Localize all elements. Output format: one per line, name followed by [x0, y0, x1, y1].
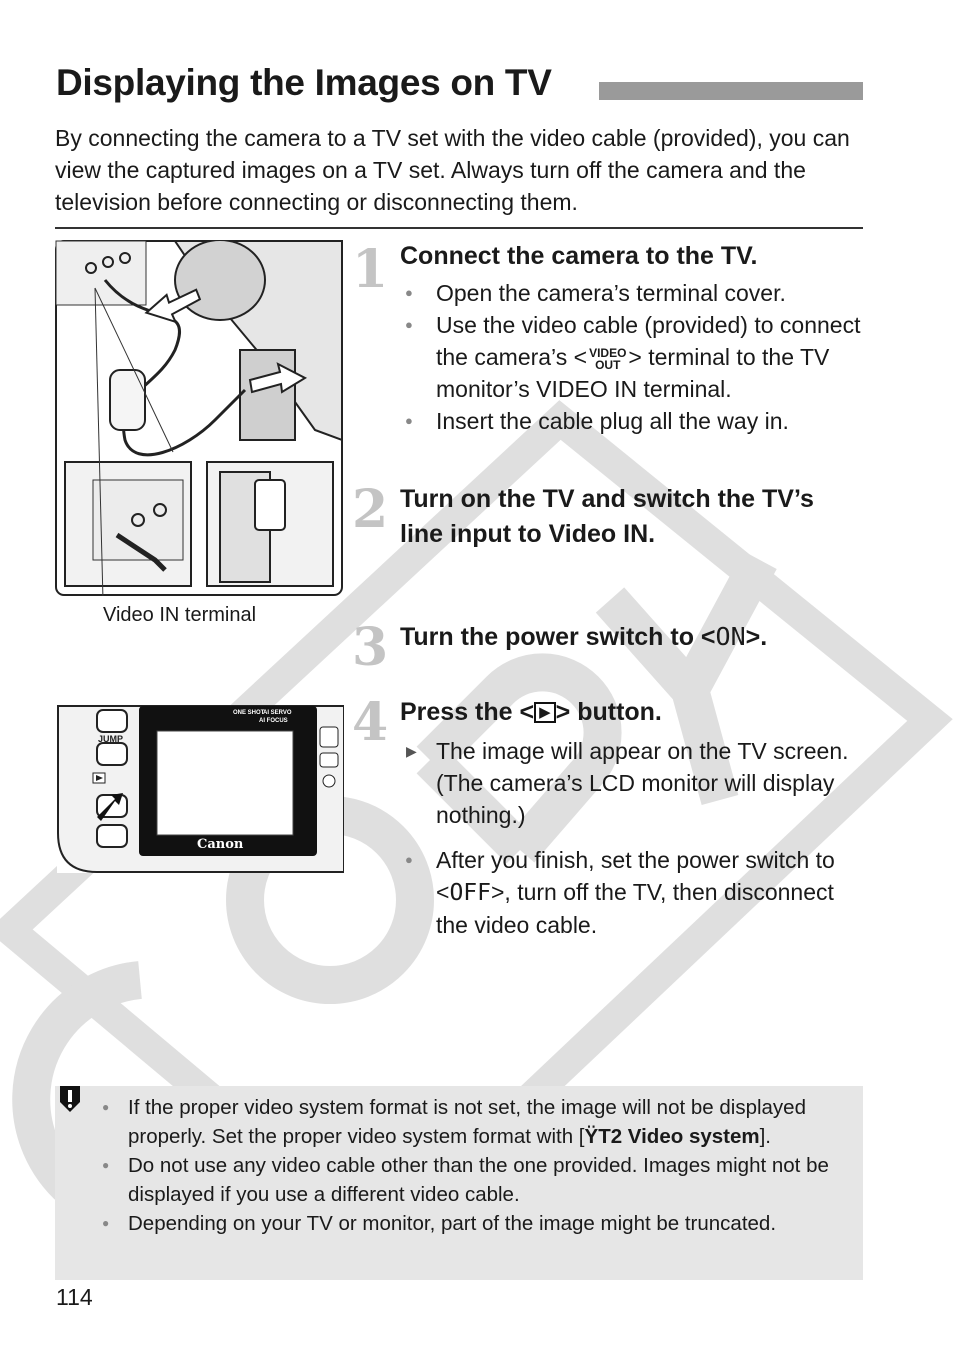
step-1-title: Connect the camera to the TV. — [400, 242, 758, 270]
step-2-title: Turn on the TV and switch the TV’s line … — [400, 485, 814, 548]
step-2-number: 2 — [352, 479, 389, 540]
one-shot-label: ONE SHOT — [233, 710, 265, 716]
page-number: 114 — [56, 1284, 93, 1310]
step-4-bullet-1: After you finish, set the power switch t… — [400, 844, 862, 941]
step-4-result: The image will appear on the TV screen. … — [400, 735, 862, 831]
page-title: Displaying the Images on TV — [56, 62, 552, 103]
ai-focus-label: AI FOCUS — [259, 718, 288, 724]
jump-label: JUMP — [98, 734, 123, 744]
step-4-number: 4 — [352, 692, 389, 753]
step-3-number: 3 — [352, 617, 389, 678]
video-in-terminal-caption: Video IN terminal — [103, 604, 257, 626]
caution-list: If the proper video system format is not… — [98, 1093, 848, 1238]
playback-button-icon: ▶ — [534, 702, 556, 723]
power-off-symbol: OFF — [449, 880, 491, 906]
step-1-bullets: Open the camera’s terminal cover. Use th… — [400, 277, 862, 437]
caution-item-3: Depending on your TV or monitor, part of… — [98, 1209, 848, 1238]
caution-icon — [60, 1086, 80, 1112]
camera-back-illustration: JUMP ONE SHOT AI SERVO AI FOCUS Canon — [57, 705, 344, 873]
caution-item-2: Do not use any video cable other than th… — [98, 1151, 848, 1209]
intro-paragraph: By connecting the camera to a TV set wit… — [55, 125, 850, 215]
section-divider — [55, 227, 863, 229]
step-4-results: The image will appear on the TV screen. … — [400, 735, 862, 831]
power-on-symbol: ON — [715, 622, 746, 651]
step-1-bullet-3: Insert the cable plug all the way in. — [400, 405, 862, 437]
step-4-title: Press the <▶> button. — [400, 698, 662, 726]
step-4-bullets: After you finish, set the power switch t… — [400, 844, 862, 941]
ai-servo-label: AI SERVO — [263, 710, 292, 716]
caution-item-1: If the proper video system format is not… — [98, 1093, 848, 1151]
title-decoration-bar — [599, 82, 863, 100]
step-3-title: Turn the power switch to <ON>. — [400, 622, 768, 651]
step-1-number: 1 — [352, 239, 389, 300]
camera-tv-connection-illustration — [55, 240, 343, 596]
canon-logo-text: Canon — [197, 837, 244, 852]
video-system-menu-ref: ŸT2 Video system — [584, 1125, 760, 1148]
step-1-bullet-2: Use the video cable (provided) to connec… — [400, 309, 862, 405]
step-1-bullet-1: Open the camera’s terminal cover. — [400, 277, 862, 309]
